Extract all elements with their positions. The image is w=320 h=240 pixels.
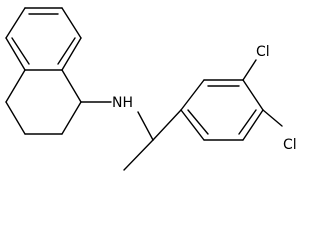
aromatic-ring-right	[180, 79, 264, 141]
bond	[180, 109, 205, 141]
bond	[61, 101, 82, 135]
double-bond-inner	[238, 109, 257, 135]
bond	[5, 7, 26, 39]
bond-c-cl-right	[262, 109, 283, 127]
saturated-ring	[5, 69, 82, 135]
bond	[242, 79, 264, 111]
bond	[242, 109, 264, 141]
bond	[61, 7, 82, 39]
bond-methyl	[123, 139, 154, 171]
bond-c-cl-top	[242, 59, 257, 81]
bond	[5, 37, 26, 71]
bond-ch-ring	[152, 109, 182, 141]
bond-n-c	[137, 111, 154, 141]
double-bond-inner	[57, 37, 76, 65]
aromatic-ring-left	[5, 7, 82, 71]
bond	[5, 101, 26, 135]
amine-label: NH	[112, 95, 133, 111]
molecule-structure: NH Cl Cl	[5, 7, 297, 171]
chloro-label-right: Cl	[283, 137, 297, 153]
bond	[61, 37, 82, 71]
chloro-label-top: Cl	[256, 44, 270, 60]
bond	[5, 69, 26, 103]
double-bond-inner	[187, 109, 209, 135]
bond	[180, 79, 205, 111]
bond	[61, 69, 82, 103]
double-bond-inner	[11, 37, 30, 65]
